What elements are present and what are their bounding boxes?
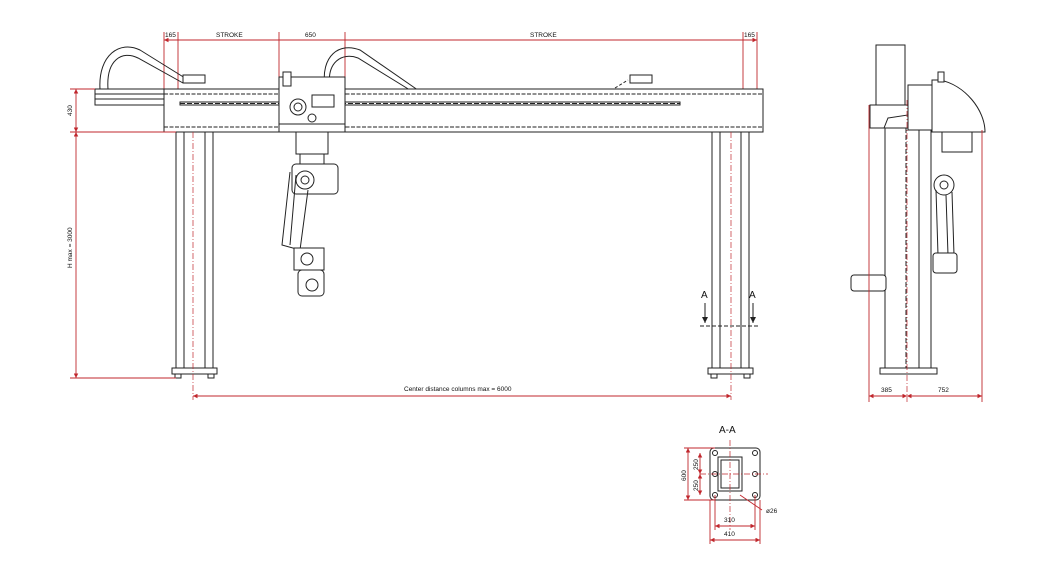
section-dim-total: 600	[681, 470, 688, 481]
side-view: 385 752	[850, 44, 986, 402]
cable-clamp-right	[629, 74, 653, 84]
side-column	[884, 127, 932, 371]
section-dim-inner-width: 310	[724, 517, 735, 524]
top-dimensions: 165 STROKE 650 STROKE 165	[163, 32, 758, 130]
cable-clamp-left	[182, 74, 206, 84]
column-left	[171, 131, 218, 400]
section-title: A-A	[719, 425, 736, 436]
dim-stroke-left: STROKE	[216, 32, 243, 39]
section-marker-a: A A	[700, 290, 758, 327]
dim-center-distance: Center distance columns max = 6000	[404, 386, 512, 393]
section-dim-outer-width: 410	[724, 531, 735, 538]
section-mark-left: A	[701, 290, 708, 301]
section-dim-hole: ø26	[766, 508, 778, 515]
side-dim-right: 752	[938, 387, 949, 394]
motor-box	[875, 44, 906, 106]
section-dim-upper: 250	[693, 459, 700, 470]
front-view: 165 STROKE 650 STROKE 165	[67, 32, 764, 400]
section-mark-right: A	[749, 290, 756, 301]
gantry-beam	[163, 88, 764, 133]
side-motor	[850, 274, 887, 292]
rail-extension	[94, 88, 165, 106]
dim-height: H max = 3000	[67, 227, 74, 268]
robot-arm	[281, 131, 339, 297]
section-dim-lower: 250	[693, 480, 700, 491]
dim-left-165: 165	[165, 32, 176, 39]
dim-beam-height: 430	[67, 105, 74, 116]
cable-chain-left	[99, 46, 186, 90]
side-dim-left: 385	[881, 387, 892, 394]
dim-stroke-right: STROKE	[530, 32, 557, 39]
section-view: A-A 600 250 250 310 410 ø26	[681, 425, 778, 544]
dim-right-165: 165	[744, 32, 755, 39]
dim-carriage: 650	[305, 32, 316, 39]
side-head	[931, 79, 986, 133]
column-right	[707, 131, 754, 400]
